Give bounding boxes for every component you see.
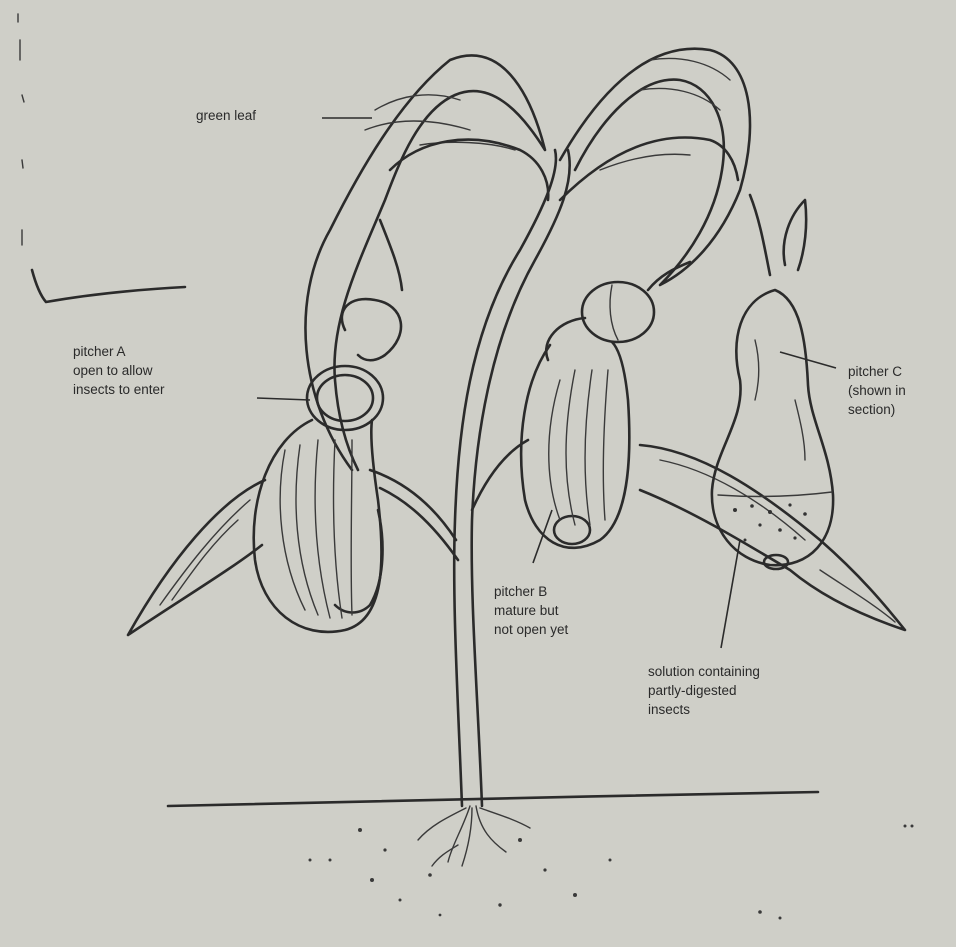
label-pitcher-b: pitcher B mature but not open yet xyxy=(494,582,568,639)
label-pitcher-a: pitcher A open to allow insects to enter xyxy=(73,342,165,399)
pitcher-b xyxy=(521,262,690,548)
label-green-leaf: green leaf xyxy=(196,106,256,125)
roots xyxy=(418,806,530,866)
label-solution: solution containing partly-digested inse… xyxy=(648,662,760,719)
ground-line xyxy=(168,792,818,806)
pitcher-a xyxy=(254,299,401,632)
leader-solution xyxy=(721,540,740,648)
margin-marks xyxy=(18,14,185,302)
leader-pitcher-a xyxy=(257,398,310,400)
leader-pitcher-b xyxy=(533,510,552,563)
green-leaf-right xyxy=(560,49,750,285)
branch-left xyxy=(370,470,456,540)
soil-specks xyxy=(309,825,914,920)
label-pitcher-c: pitcher C (shown in section) xyxy=(848,362,906,419)
lower-leaf-right xyxy=(640,445,905,630)
branch-right xyxy=(472,440,528,510)
